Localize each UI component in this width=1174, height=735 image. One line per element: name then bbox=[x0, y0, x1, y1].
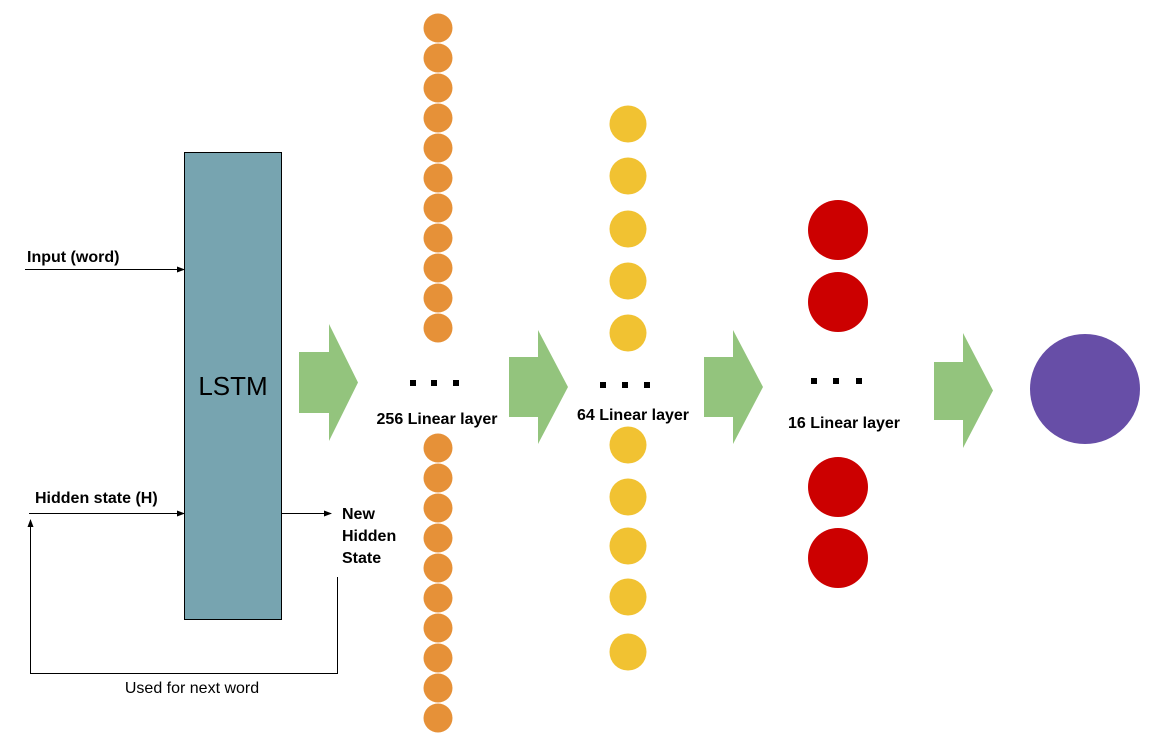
lstm-label: LSTM bbox=[198, 371, 267, 401]
flow-arrow-4 bbox=[934, 333, 993, 448]
input-label: Input (word) bbox=[27, 249, 119, 266]
layer-64-node bbox=[609, 262, 647, 300]
flow-arrow-3 bbox=[704, 330, 763, 444]
hidden-state-label: Hidden state (H) bbox=[35, 490, 158, 507]
layer-256-node bbox=[423, 253, 453, 283]
layer-16-node bbox=[808, 200, 868, 260]
layer-256-node bbox=[423, 553, 453, 583]
layer-256-label: 256 Linear layer bbox=[377, 411, 498, 428]
layer-16-node bbox=[808, 272, 868, 332]
layer-64-node bbox=[609, 210, 647, 248]
layer-256-node bbox=[423, 643, 453, 673]
ellipsis-dot bbox=[600, 382, 606, 388]
new-hidden-state-line-2: Hidden bbox=[342, 528, 396, 545]
layer-256-node bbox=[423, 163, 453, 193]
ellipsis-dot bbox=[410, 380, 416, 386]
new-hidden-state-line-3: State bbox=[342, 550, 381, 567]
ellipsis-dot bbox=[811, 378, 817, 384]
lstm-block bbox=[184, 152, 282, 620]
layer-64-node bbox=[609, 426, 647, 464]
layer-64-node bbox=[609, 157, 647, 195]
output-node bbox=[1030, 334, 1140, 444]
layer-256-node bbox=[423, 613, 453, 643]
layer-256-node bbox=[423, 13, 453, 43]
new-hidden-state-line-1: New bbox=[342, 506, 375, 523]
new-hidden-state-label: New Hidden State bbox=[342, 506, 401, 567]
layer-256-node bbox=[423, 133, 453, 163]
layer-64-ellipsis bbox=[600, 382, 650, 388]
ellipsis-dot bbox=[644, 382, 650, 388]
layer-256-node bbox=[423, 283, 453, 313]
layer-16-node bbox=[808, 528, 868, 588]
layer-64-node bbox=[609, 314, 647, 352]
layer-256-ellipsis bbox=[410, 380, 459, 386]
layer-256-node bbox=[423, 523, 453, 553]
layer-256-node bbox=[423, 193, 453, 223]
layer-nodes bbox=[423, 13, 1140, 733]
flow-arrows bbox=[299, 324, 993, 448]
layer-256-node bbox=[423, 493, 453, 523]
layer-256-node bbox=[423, 433, 453, 463]
layer-64-node bbox=[609, 578, 647, 616]
layer-64-node bbox=[609, 633, 647, 671]
layer-16-ellipsis bbox=[811, 378, 862, 384]
layer-64-label: 64 Linear layer bbox=[577, 407, 689, 424]
flow-arrow-2 bbox=[509, 330, 568, 444]
ellipsis-dot bbox=[431, 380, 437, 386]
layer-64-node bbox=[609, 478, 647, 516]
layer-256-node bbox=[423, 673, 453, 703]
layer-256-node bbox=[423, 43, 453, 73]
layer-64-node bbox=[609, 527, 647, 565]
ellipsis-dot bbox=[833, 378, 839, 384]
layer-64-node bbox=[609, 105, 647, 143]
feedback-loop-line bbox=[27, 519, 338, 674]
ellipsis-dot bbox=[453, 380, 459, 386]
layer-16-label: 16 Linear layer bbox=[788, 415, 900, 432]
flow-arrow-1 bbox=[299, 324, 358, 441]
ellipsis-dot bbox=[622, 382, 628, 388]
layer-256-node bbox=[423, 73, 453, 103]
ellipsis-dot bbox=[856, 378, 862, 384]
layer-256-node bbox=[423, 223, 453, 253]
layer-16-node bbox=[808, 457, 868, 517]
feedback-loop-label: Used for next word bbox=[125, 680, 259, 697]
layer-256-node bbox=[423, 703, 453, 733]
layer-256-node bbox=[423, 103, 453, 133]
layer-256-node bbox=[423, 313, 453, 343]
layer-256-node bbox=[423, 463, 453, 493]
layer-256-node bbox=[423, 583, 453, 613]
